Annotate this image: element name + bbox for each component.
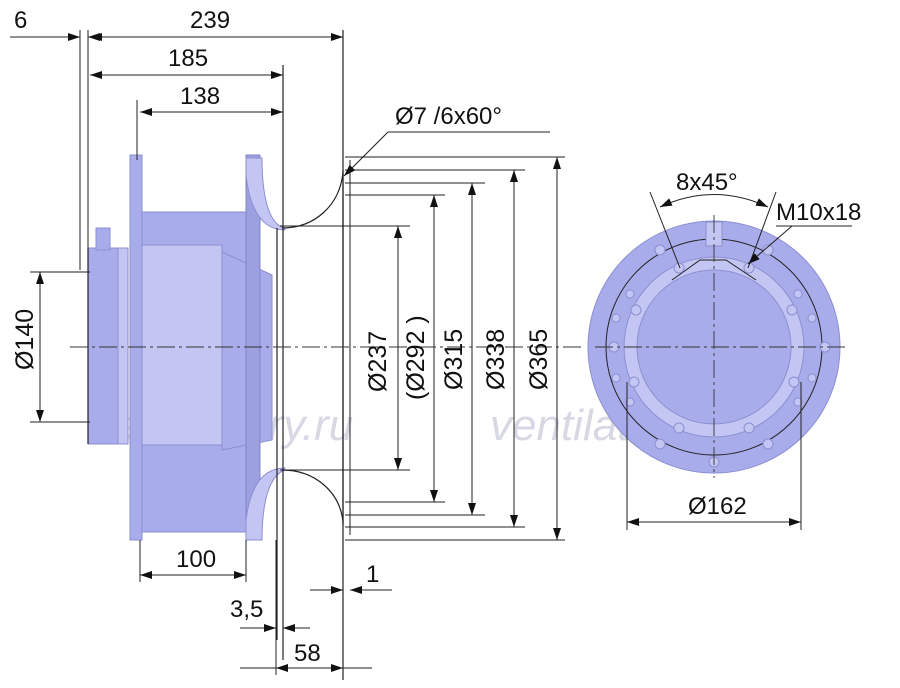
dim-1-label: 1 <box>366 561 379 588</box>
dim-365-label: Ø365 <box>525 329 553 390</box>
front-view: 8x45° M10x18 Ø162 <box>587 169 861 530</box>
angle-8x45-label: 8x45° <box>676 169 738 196</box>
cable-gland <box>95 227 111 251</box>
diameter-dimensions: Ø237 (Ø292 ) Ø315 Ø338 Ø365 <box>364 157 561 540</box>
dim-140: Ø140 <box>11 272 44 422</box>
motor-rear-cap <box>87 247 119 445</box>
dim-292-label: (Ø292 ) <box>402 315 430 400</box>
angle-8x45-arc <box>659 194 769 208</box>
bottom-dimensions: 100 1 3,5 58 <box>140 546 392 672</box>
extension-lines <box>30 30 565 675</box>
dim-3-5-label: 3,5 <box>230 596 263 623</box>
dim-237-label: Ø237 <box>364 331 392 392</box>
outer-holes <box>608 244 831 468</box>
dim-140-label: Ø140 <box>11 309 39 370</box>
mounting-flange <box>129 154 143 541</box>
dim-338-label: Ø338 <box>482 329 510 390</box>
dim-162-label: Ø162 <box>688 493 747 520</box>
holes-side-callout: Ø7 /6x60° <box>343 103 550 177</box>
motor-rear-ring <box>117 247 129 445</box>
dim-138-label: 138 <box>180 83 220 110</box>
thread-label: M10x18 <box>776 199 861 226</box>
holes-side-label: Ø7 /6x60° <box>395 103 502 130</box>
side-view <box>70 30 585 680</box>
dim-6-label: 6 <box>14 7 27 34</box>
blade-curve-lower <box>281 469 344 523</box>
inner-threaded-holes <box>628 262 800 434</box>
dim-185-label: 185 <box>168 45 208 72</box>
top-dimensions: 6 239 185 138 <box>10 7 343 116</box>
inlet-cone-upper <box>245 157 286 231</box>
front-terminal-box-line <box>671 259 757 281</box>
motor-side-panel <box>141 244 223 446</box>
blade-curve-upper <box>281 171 344 229</box>
dim-100-label: 100 <box>176 546 216 573</box>
dim-239-label: 239 <box>190 7 230 34</box>
dim-315-label: Ø315 <box>440 329 468 390</box>
dim-58-label: 58 <box>294 640 321 667</box>
